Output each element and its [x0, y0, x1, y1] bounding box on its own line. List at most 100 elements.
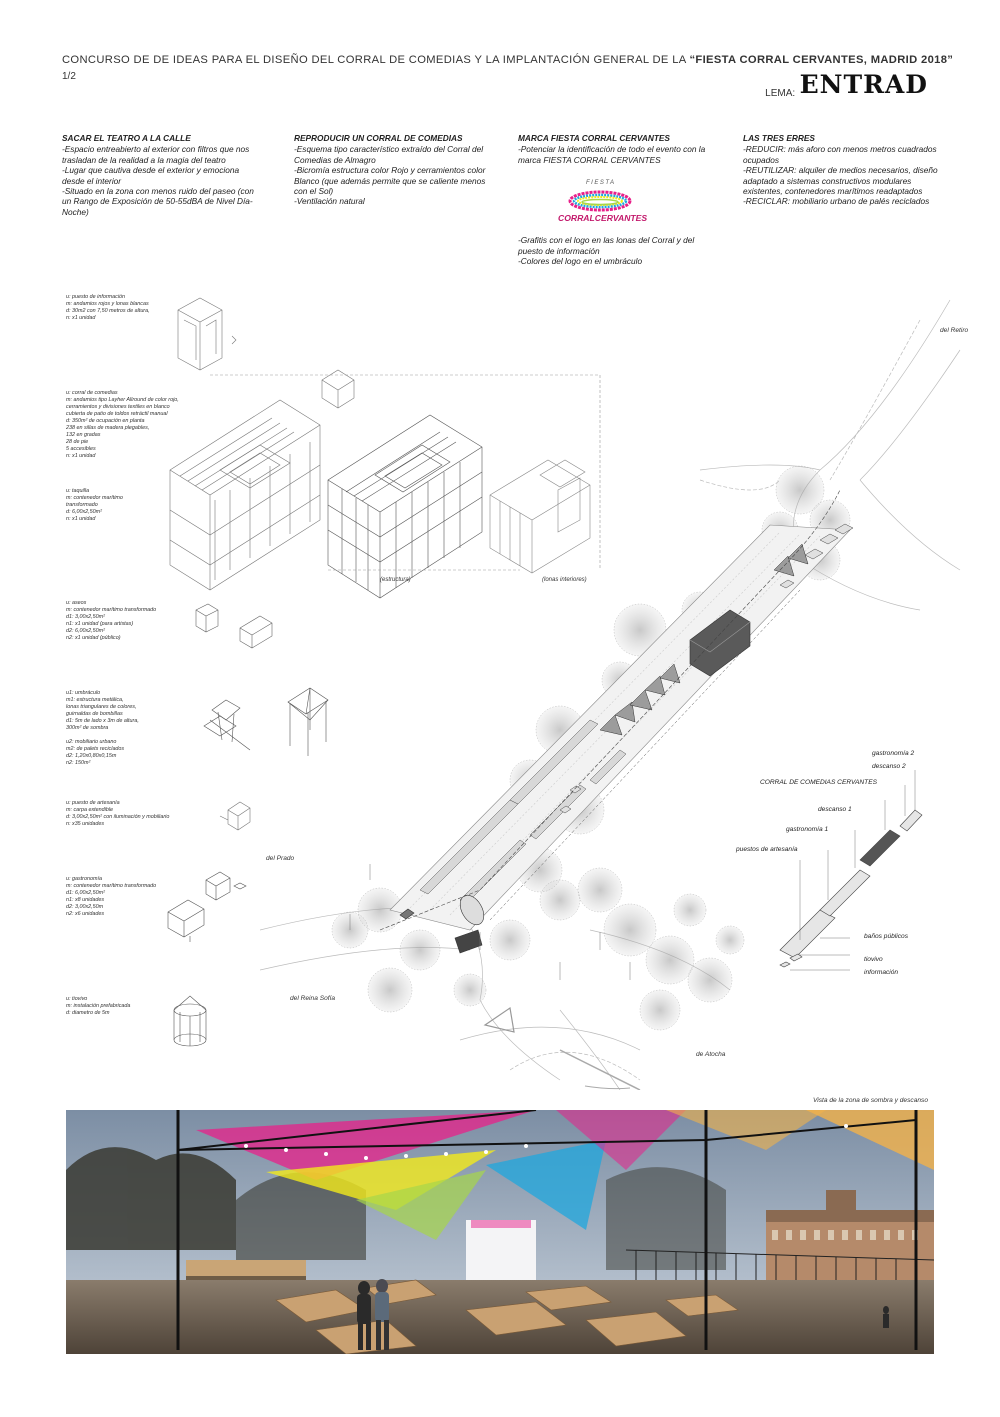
key-corral-comedias: CORRAL DE COMEDIAS CERVANTES [760, 779, 878, 786]
render-photo [66, 1110, 934, 1354]
column-heading: LAS TRES ERRES [743, 133, 815, 143]
label-estructura: (estructura) [380, 577, 411, 583]
key-puestos-artesania: puestos de artesanía [736, 846, 798, 853]
column-line: -Lugar que cautiva desde el exterior y e… [62, 165, 240, 186]
column-marca: MARCA FIESTA CORRAL CERVANTES -Potenciar… [518, 133, 718, 266]
structure-drawing [327, 414, 483, 599]
legend-line: u: puesto de artesanía [66, 800, 120, 806]
column-line: -Grafitis con el logo en las lonas del C… [518, 235, 695, 256]
legend-line: m: instalación prefabricada [66, 1003, 131, 1009]
column-line: -RECICLAR: mobiliario urbano de palés re… [743, 196, 930, 207]
page-number: 1/2 [62, 71, 76, 82]
legend-line: n: x1 unidad [66, 516, 96, 522]
page-title: CONCURSO DE DE IDEAS PARA EL DISEÑO DEL … [62, 54, 953, 66]
site-plan-map: del Retiro del Prado del Reina Sofía de … [260, 299, 969, 1090]
legend-line: m2: de palets reciclados [66, 746, 125, 752]
logo-fiesta-corral-cervantes: FIESTA CORRALCERVANTES [518, 165, 718, 235]
legend-line: m: andamios tipo Layher Allround de colo… [66, 397, 179, 403]
key-descanso-1: descanso 1 [818, 806, 852, 813]
legend-line: n2: 150m² [66, 760, 91, 766]
legend-line: 238 en sillas de madera plegables, [66, 425, 150, 431]
map-label-retiro: del Retiro [940, 327, 969, 334]
info-kiosk-drawing [177, 297, 237, 371]
legend-line: 5 accesibles [66, 446, 96, 452]
legend-line: n: x35 unidades [66, 821, 105, 827]
column-line: -Esquema tipo característico extraído de… [294, 144, 484, 165]
legend-line: d1: 6,00x2,50m² [66, 890, 105, 896]
logo-graphic: FIESTA CORRALCERVANTES [558, 180, 647, 223]
legend-line: d: 30m2 con 7,50 metros de altura, [66, 308, 150, 314]
legend-line: lonas triangulares de colores, [66, 704, 137, 710]
legend-line: n: x1 unidad [66, 453, 96, 459]
legend-line: d: 3,00x2,50m² con iluminación y mobilia… [66, 814, 170, 820]
map-label-prado: del Prado [266, 855, 295, 862]
legend-line: d: 350m² de ocupación en planta [66, 418, 145, 424]
legend-line: u: aseos [66, 600, 87, 606]
legend-line: u: taquilla [66, 488, 90, 494]
legend-line: u: gastronomía [66, 876, 102, 882]
legend-line: u2: mobiliario urbano [66, 739, 117, 745]
legend-line: cubierta de patio de toldos retráctil ma… [66, 411, 168, 417]
legend-line: u: tiovivo [66, 996, 88, 1002]
legend-line: d2: 1,20x0,80x0,15m [66, 753, 117, 759]
key-gastronomia-1: gastronomía 1 [786, 826, 829, 833]
legend-line: u: puesto de información [66, 294, 126, 300]
column-line: -Situado en la zona con menos ruido del … [62, 186, 254, 217]
key-descanso-2: descanso 2 [872, 763, 906, 770]
aseos-drawing [195, 603, 273, 649]
column-line: -Potenciar la identificación de todo el … [518, 144, 706, 165]
map-label-reina-sofia: del Reina Sofía [290, 995, 335, 1002]
column-heading: SACAR EL TEATRO A LA CALLE [62, 133, 191, 143]
legend-line: m1: estructura metálica, [66, 697, 124, 703]
legend-line: n: x1 unidad [66, 315, 96, 321]
column-heading: MARCA FIESTA CORRAL CERVANTES [518, 133, 670, 143]
legend-line: m: contenedor marítimo transformado [66, 607, 157, 613]
legend-line: d2: 6,00x2,50m² [66, 628, 105, 634]
title-main: CONCURSO DE DE IDEAS PARA EL DISEÑO DEL … [62, 54, 690, 66]
legend-line: m: contenedor marítimo [66, 495, 123, 501]
lema-value: ENTRAD [799, 70, 928, 99]
interior-screens-drawing [489, 459, 591, 574]
legend-line: 300m² de sombra [66, 725, 109, 731]
column-line: -Ventilación natural [294, 196, 365, 207]
map-label-atocha: de Atocha [696, 1051, 726, 1058]
legend-line: n1: x1 unidad (para artistas) [66, 621, 134, 627]
column-line: -Colores del logo en el umbráculo [518, 256, 643, 267]
legend-line: d: diametro de 5m [66, 1010, 110, 1016]
label-lonas: (lonas interiores) [542, 577, 587, 583]
legend-line: d: 6,00x2,50m² [66, 509, 102, 515]
legend-line: d1: 3,00x2,50m² [66, 614, 105, 620]
legend-line: n1: x8 unidades [66, 897, 105, 903]
logo-bottom-text: CORRALCERVANTES [558, 213, 647, 223]
legend-line: cerramientos y divisiones textiles en bl… [66, 404, 170, 410]
key-informacion: información [864, 969, 899, 976]
column-heading: REPRODUCIR UN CORRAL DE COMEDIAS [294, 133, 463, 143]
column-line: -Bicromía estructura color Rojo y cerram… [294, 165, 486, 197]
lema-label: LEMA: [765, 88, 796, 99]
legend-line: n2: x6 unidades [66, 911, 105, 917]
legend-line: m: andamios rojos y lonas blancas [66, 301, 149, 307]
column-corral: REPRODUCIR UN CORRAL DE COMEDIAS -Esquem… [294, 133, 494, 207]
legend-line: d1: 5m de lado x 3m de altura, [66, 718, 139, 724]
column-line: -REDUCIR: más aforo con menos metros cua… [743, 144, 937, 165]
lema: LEMA: ENTRAD [765, 70, 928, 99]
legend-line: transformado [66, 502, 98, 508]
legend-line: 28 de pie [66, 439, 89, 445]
title-bold: “FIESTA CORRAL CERVANTES, MADRID 2018” [689, 54, 954, 66]
legend-line: u: corral de comedias [66, 390, 118, 396]
legend-line: guirnaldas de bombillas [66, 711, 123, 717]
key-banos-publicos: baños públicos [864, 933, 908, 940]
column-tres-erres: LAS TRES ERRES -REDUCIR: más aforo con m… [743, 133, 943, 207]
legend-line: u1: umbráculo [66, 690, 101, 696]
umbraculo-drawing [203, 687, 329, 756]
photo-caption: Vista de la zona de sombra y descanso [813, 1097, 928, 1104]
column-line: -REUTILIZAR: alquiler de medios necesari… [743, 165, 938, 197]
legend-line: m: carpa extendible [66, 807, 114, 813]
